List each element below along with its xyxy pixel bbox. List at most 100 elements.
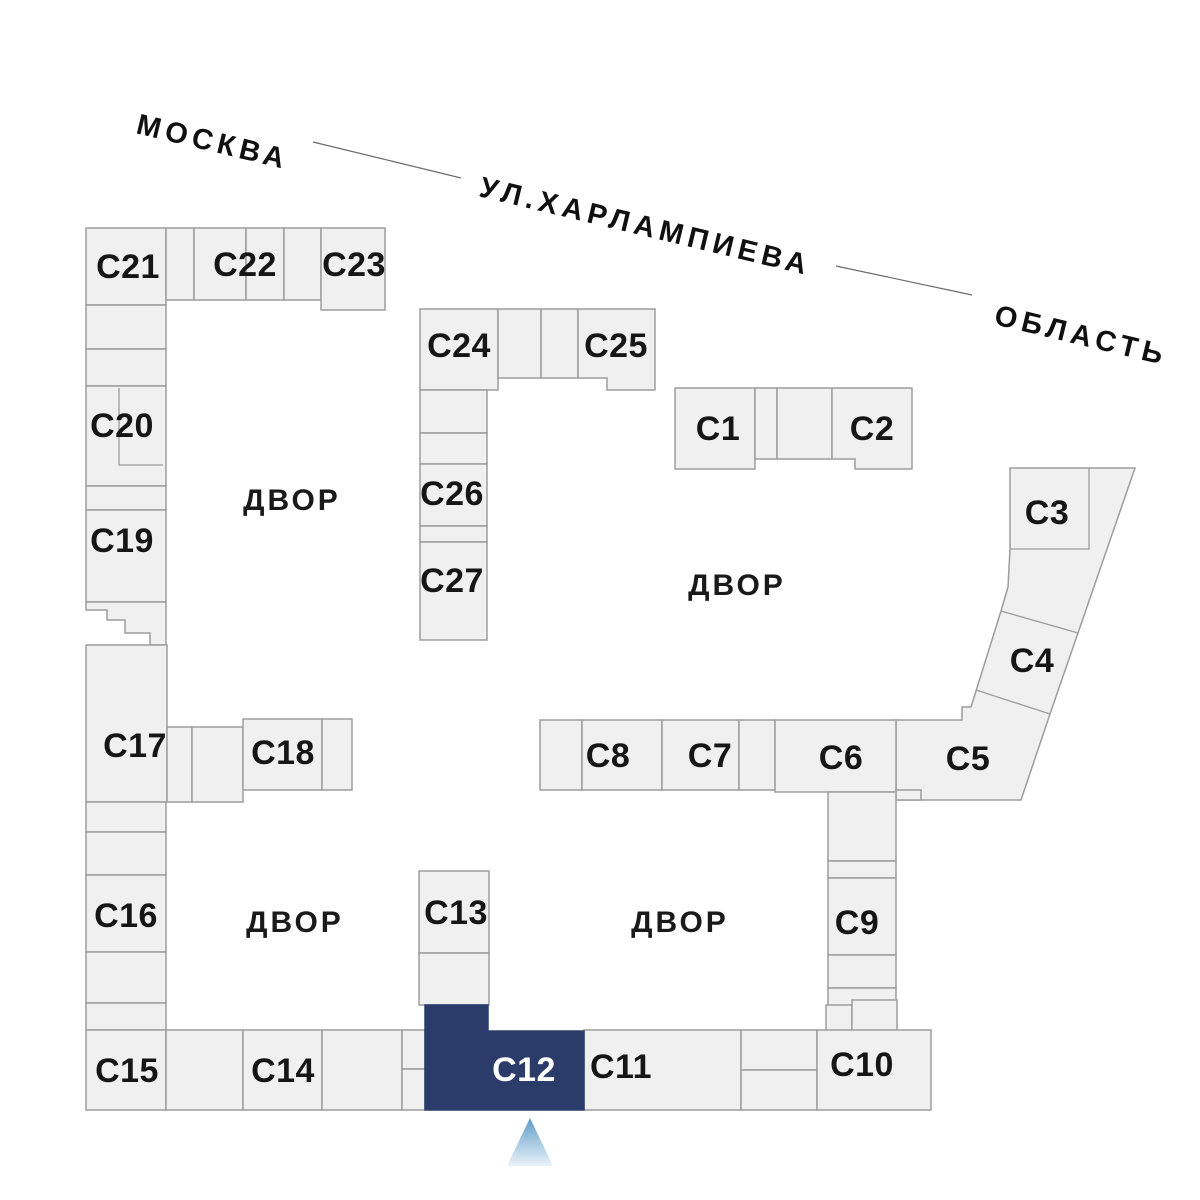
building-label-c7: С7 xyxy=(688,737,732,775)
building-segment xyxy=(539,719,583,791)
building-inner-line xyxy=(975,689,1051,715)
selected-building-pointer-icon xyxy=(507,1118,553,1166)
building-label-c6: С6 xyxy=(819,739,863,777)
building-segment xyxy=(283,227,322,301)
building-segment xyxy=(497,308,542,379)
building-c22[interactable]: С22 xyxy=(193,227,285,301)
building-label-c3: С3 xyxy=(1025,494,1069,532)
building-segment xyxy=(401,1029,426,1070)
building-label-c5: С5 xyxy=(946,740,990,778)
building-label-c15: С15 xyxy=(95,1052,159,1090)
building-segment xyxy=(827,860,897,879)
street-label-moscow: МОСКВА xyxy=(133,109,292,176)
building-c14[interactable]: С14 xyxy=(242,1029,323,1111)
building-segment xyxy=(401,1068,426,1111)
building-segment xyxy=(165,227,195,301)
building-segment xyxy=(740,1069,818,1111)
building-segment xyxy=(85,1002,167,1031)
building-c10[interactable]: С10 xyxy=(816,1029,932,1111)
building-segment xyxy=(191,726,244,803)
building-segment xyxy=(740,1029,818,1071)
building-label-c18: С18 xyxy=(251,734,315,772)
building-segment xyxy=(738,719,776,791)
street-line-right xyxy=(835,265,973,296)
building-label-c9: С9 xyxy=(835,904,879,942)
building-c27[interactable]: С27 xyxy=(419,541,488,641)
building-label-c25: С25 xyxy=(584,327,648,365)
building-label-c1: С1 xyxy=(696,410,740,448)
building-c18[interactable]: С18 xyxy=(242,718,323,791)
building-segment xyxy=(321,718,353,791)
building-segment-stairs xyxy=(85,601,167,646)
building-segment xyxy=(85,951,167,1004)
building-label-c4: С4 xyxy=(1010,642,1054,680)
building-segment xyxy=(419,432,488,465)
building-label-c10: С10 xyxy=(830,1046,894,1084)
building-c24[interactable]: С24 xyxy=(419,308,499,391)
building-segment xyxy=(851,999,898,1032)
building-c20[interactable]: С20 xyxy=(85,385,167,487)
building-wing-c3-c4-c5[interactable]: С3 С4 С5 xyxy=(895,467,1137,801)
street-label-oblast: ОБЛАСТЬ xyxy=(991,300,1171,372)
building-segment xyxy=(895,789,922,801)
building-segment xyxy=(85,304,167,350)
building-c17[interactable]: С17 xyxy=(85,644,168,803)
building-label-c26: С26 xyxy=(420,475,484,513)
building-label-c14: С14 xyxy=(251,1052,315,1090)
building-segment xyxy=(540,308,579,379)
building-segment xyxy=(166,726,193,803)
building-segment xyxy=(419,525,488,543)
courtyard-label-south: ДВОР xyxy=(631,906,729,939)
building-c13[interactable]: С13 xyxy=(418,870,490,954)
building-segment xyxy=(85,485,167,511)
building-c6[interactable]: С6 xyxy=(774,719,922,801)
building-c8[interactable]: С8 xyxy=(581,719,663,791)
building-label-c23: С23 xyxy=(322,246,386,284)
building-segment xyxy=(418,952,490,1006)
building-label-c21: С21 xyxy=(96,248,160,286)
building-label-c12: С12 xyxy=(492,1051,556,1089)
building-label-c8: С8 xyxy=(586,737,630,775)
building-c1[interactable]: С1 xyxy=(674,387,756,470)
building-label-c27: С27 xyxy=(420,562,484,600)
building-label-c20: С20 xyxy=(90,407,154,445)
building-c21[interactable]: С21 xyxy=(85,227,167,306)
building-label-c19: С19 xyxy=(90,522,154,560)
building-c12-shape[interactable] xyxy=(424,1004,585,1111)
building-segment xyxy=(85,348,167,387)
building-segment xyxy=(165,1029,244,1111)
street-line-left xyxy=(312,141,462,179)
building-label-c16: С16 xyxy=(94,897,158,935)
building-label-c24: С24 xyxy=(427,327,491,365)
building-segment xyxy=(419,389,488,434)
building-c15[interactable]: С15 xyxy=(85,1029,167,1111)
building-label-c17: С17 xyxy=(103,727,167,765)
building-segment xyxy=(321,1029,403,1111)
building-c23[interactable]: С23 xyxy=(320,227,386,311)
building-c25[interactable]: С25 xyxy=(577,308,656,391)
building-segment xyxy=(85,801,167,833)
building-segment xyxy=(776,387,833,460)
building-segment xyxy=(754,387,778,460)
building-label-c2: С2 xyxy=(850,410,894,448)
building-c7[interactable]: С7 xyxy=(661,719,740,791)
building-c11[interactable]: С11 xyxy=(583,1029,742,1111)
courtyard-label-northwest: ДВОР xyxy=(243,484,341,517)
building-c12-selected[interactable]: С12 xyxy=(424,1004,585,1111)
building-segment xyxy=(827,791,897,862)
building-label-c22: С22 xyxy=(213,246,277,284)
building-c2[interactable]: С2 xyxy=(831,387,913,470)
courtyard-label-east: ДВОР xyxy=(688,569,786,602)
building-inner-line xyxy=(118,388,163,466)
building-c26[interactable]: С26 xyxy=(419,463,488,527)
building-inner-line xyxy=(1010,468,1090,550)
building-c16[interactable]: С16 xyxy=(85,874,167,953)
building-segment xyxy=(85,831,167,876)
courtyard-label-southwest: ДВОР xyxy=(246,906,344,939)
building-c19[interactable]: С19 xyxy=(85,509,167,603)
building-c9[interactable]: С9 xyxy=(827,877,897,956)
building-label-c13: С13 xyxy=(424,894,488,932)
street-label-kharlampieva: УЛ.ХАРЛАМПИЕВА xyxy=(476,172,814,283)
